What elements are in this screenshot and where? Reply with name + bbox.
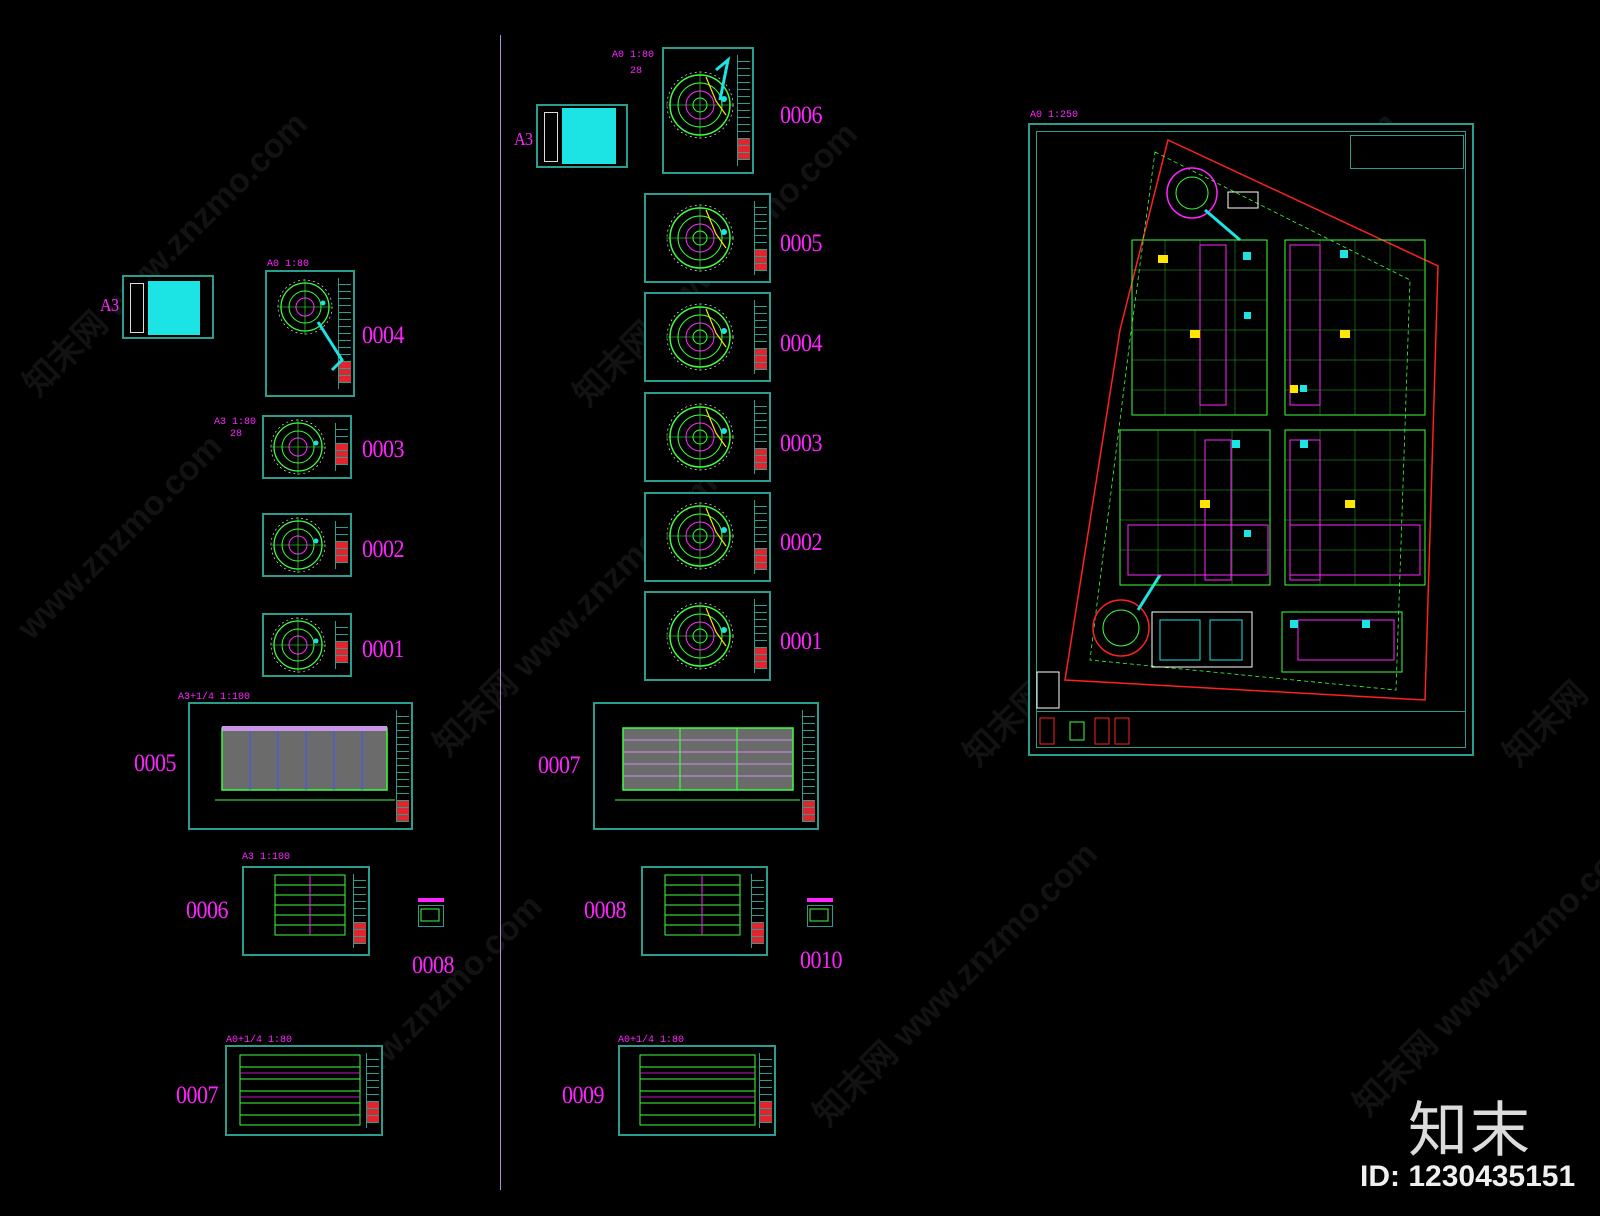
scale-label: A3+1/4 1:100 (178, 692, 251, 703)
sheet-number: 0005 (780, 228, 823, 257)
sheet-number: 0008 (412, 950, 455, 979)
title-block (1036, 711, 1466, 748)
scale-label: A0+1/4 1:80 (226, 1035, 293, 1046)
sheet-number: 0004 (362, 320, 405, 349)
sheet-number: 0003 (780, 428, 823, 457)
scale-label: A0+1/4 1:80 (618, 1035, 685, 1046)
marker-bar (807, 898, 833, 902)
sheet-number: 0009 (562, 1080, 605, 1109)
a3-label: A3 (100, 296, 119, 316)
cover-block (148, 281, 200, 335)
sheet-number: 0001 (362, 634, 405, 663)
sheet-number: 0010 (800, 945, 843, 974)
drawing-sheet-0005[interactable] (644, 193, 771, 283)
drawing-sheet-0006[interactable] (242, 866, 370, 956)
scale-label: A0 1:80 (267, 259, 310, 270)
sheet-number: 0004 (780, 328, 823, 357)
sheet-number: 0008 (584, 895, 627, 924)
cover-sheet-thumbnail[interactable] (536, 104, 628, 168)
sheet-number: 0002 (362, 534, 405, 563)
scale-sub-label: 28 (230, 429, 243, 440)
image-id: ID: 1230435151 (1360, 1160, 1576, 1193)
legend-box (544, 112, 558, 162)
scale-label: A3 1:80 (214, 417, 257, 428)
scale-label: A3 1:100 (242, 852, 291, 863)
scale-sub-label: 28 (630, 66, 643, 77)
cover-block (562, 108, 616, 164)
sheet-number: 0002 (780, 527, 823, 556)
sheet-number: 0007 (538, 750, 581, 779)
marker-bar (418, 898, 444, 902)
drawing-sheet-0004[interactable] (265, 270, 355, 397)
drawing-sheet-0006[interactable] (662, 47, 754, 174)
sheet-number: 0001 (780, 626, 823, 655)
sheet-number: 0006 (186, 895, 229, 924)
column-divider (500, 35, 501, 1190)
a3-label: A3 (514, 130, 533, 150)
inner-border (1036, 131, 1466, 748)
scale-label: A0 1:80 (612, 50, 655, 61)
legend-box (130, 283, 144, 333)
sheet-number: 0007 (176, 1080, 219, 1109)
brand-logo: 知末 (1408, 1096, 1532, 1166)
drawing-sheet-0008[interactable] (641, 866, 768, 956)
sheet-number: 0005 (134, 748, 177, 777)
scale-label: A0 1:250 (1030, 110, 1079, 121)
sheet-number: 0006 (780, 100, 823, 129)
sheet-number: 0003 (362, 434, 405, 463)
revision-table (1350, 135, 1464, 169)
cover-sheet-thumbnail[interactable] (122, 275, 214, 339)
